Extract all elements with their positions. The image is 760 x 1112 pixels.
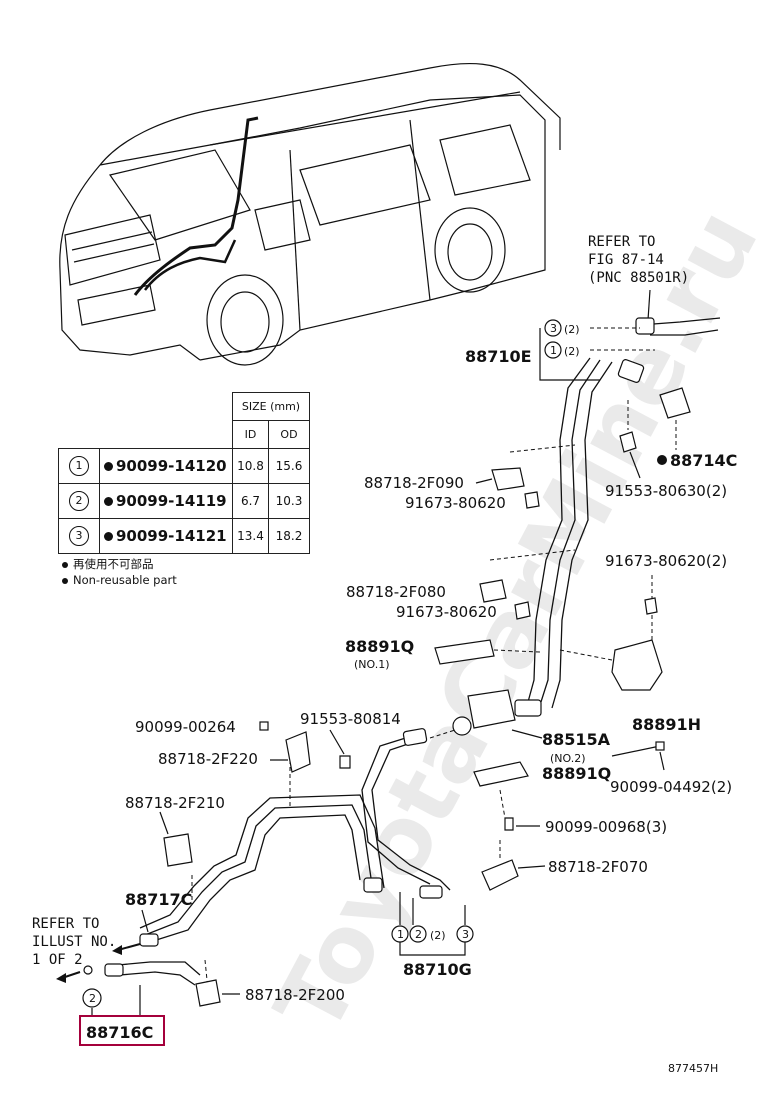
part-88891Q-no1 bbox=[434, 639, 541, 665]
part-88891H bbox=[559, 639, 663, 691]
od-value: 10.3 bbox=[268, 483, 310, 519]
label-88718-2F070: 88718-2F070 bbox=[548, 858, 648, 876]
label-88891Q-a-sub: (NO.1) bbox=[354, 658, 390, 671]
label-91673-80620-b: 91673-80620(2) bbox=[605, 552, 727, 570]
callout-circles-88710E: 3 (2) 1 (2) bbox=[539, 319, 655, 381]
clamp-88718-2F200 bbox=[195, 979, 240, 1007]
row-number-circle: 2 bbox=[69, 491, 89, 511]
col-id-header: ID bbox=[232, 420, 269, 449]
leader-88717C bbox=[141, 909, 149, 933]
svg-text:2: 2 bbox=[89, 992, 96, 1005]
svg-text:3: 3 bbox=[550, 322, 557, 335]
bolt-91673-80620-2 bbox=[644, 575, 658, 640]
refer-note-top: REFER TO FIG 87-14 (PNC 88501R) bbox=[588, 234, 689, 321]
note-japanese: 再使用不可部品 bbox=[62, 556, 154, 572]
size-table: SIZE (mm) ID OD 1 90099-14120 10.8 15.6 … bbox=[58, 392, 310, 554]
size-table-subheader-row: ID OD bbox=[59, 420, 310, 449]
label-88891Q-b: 88891Q bbox=[542, 764, 611, 783]
table-row: 1 90099-14120 10.8 15.6 bbox=[58, 448, 310, 484]
c1-qty: (2) bbox=[564, 345, 580, 358]
callout-circles-88710G: 1 2 (2) 3 bbox=[391, 892, 474, 956]
part-number: 90099-14121 bbox=[116, 527, 227, 545]
c3-qty: (2) bbox=[564, 323, 580, 336]
svg-text:2: 2 bbox=[415, 928, 422, 941]
refer-top-line1: REFER TO bbox=[588, 234, 655, 250]
svg-text:1: 1 bbox=[550, 344, 557, 357]
clamp-88718-2F220 bbox=[259, 721, 351, 773]
label-88718-2F210: 88718-2F210 bbox=[125, 794, 225, 812]
refer-left-line2: ILLUST NO. bbox=[32, 934, 116, 950]
size-table-header-row: SIZE (mm) bbox=[59, 392, 310, 421]
label-90099-00968: 90099-00968(3) bbox=[545, 818, 667, 836]
nonreusable-dot bbox=[104, 497, 113, 506]
label-88717C: 88717C bbox=[125, 890, 192, 909]
od-value: 18.2 bbox=[268, 518, 310, 554]
note-english-text: Non-reusable part bbox=[73, 573, 177, 587]
note-japanese-text: 再使用不可部品 bbox=[73, 557, 154, 571]
pipe-lower-drawing bbox=[104, 728, 451, 991]
refer-left-line1: REFER TO bbox=[32, 916, 99, 932]
clamp-88718-2F070 bbox=[481, 840, 546, 891]
part-88714C bbox=[659, 387, 691, 450]
id-value: 10.8 bbox=[232, 448, 269, 484]
refer-top-line2: FIG 87-14 bbox=[588, 252, 664, 268]
col-od-header: OD bbox=[268, 420, 310, 449]
id-value: 13.4 bbox=[232, 518, 269, 554]
nonreusable-dot bbox=[104, 532, 113, 541]
clamp-88718-2F210 bbox=[159, 811, 193, 867]
label-88891Q-a: 88891Q bbox=[345, 637, 414, 656]
label-88710G: 88710G bbox=[403, 960, 472, 979]
svg-text:1: 1 bbox=[397, 928, 404, 941]
part-number: 90099-14119 bbox=[116, 492, 227, 510]
table-row: 2 90099-14119 6.7 10.3 bbox=[58, 483, 310, 519]
clamp-88718-2F080 bbox=[479, 549, 576, 620]
refer-top-line3: (PNC 88501R) bbox=[588, 270, 689, 286]
size-header: SIZE (mm) bbox=[232, 392, 310, 421]
label-88718-2F080: 88718-2F080 bbox=[346, 583, 446, 601]
svg-text:3: 3 bbox=[462, 928, 469, 941]
figure-code: 877457H bbox=[668, 1062, 718, 1075]
label-91553-80814: 91553-80814 bbox=[300, 710, 401, 728]
refer-note-left: REFER TO ILLUST NO. 1 OF 2 bbox=[32, 916, 141, 983]
label-91673-80620-a: 91673-80620 bbox=[405, 494, 506, 512]
row-number-circle: 1 bbox=[69, 456, 89, 476]
nonreusable-dot bbox=[104, 462, 113, 471]
label-90099-04492: 90099-04492(2) bbox=[610, 778, 732, 796]
label-88714C: 88714C bbox=[670, 451, 737, 470]
bolt-90099-04492 bbox=[611, 741, 665, 771]
highlight-box-88716C bbox=[79, 1015, 165, 1046]
label-88716C: 88716C bbox=[86, 1023, 153, 1042]
nonreusable-dot-88714C bbox=[657, 455, 667, 465]
part-88891Q-no2 bbox=[473, 761, 529, 819]
pipe-88710E-drawing bbox=[514, 317, 721, 717]
label-90099-00264: 90099-00264 bbox=[135, 718, 236, 736]
label-88515A: 88515A bbox=[542, 730, 611, 749]
part-88515A bbox=[429, 689, 543, 739]
part-number: 90099-14120 bbox=[116, 457, 227, 475]
label-88515A-sub: (NO.2) bbox=[550, 752, 586, 765]
clamp-88718-2F090 bbox=[475, 444, 576, 509]
note-english: Non-reusable part bbox=[62, 573, 177, 587]
van-illustration bbox=[59, 62, 561, 366]
od-value: 15.6 bbox=[268, 448, 310, 484]
bolt-91553-80630 bbox=[619, 400, 641, 479]
id-value: 6.7 bbox=[232, 483, 269, 519]
refer-left-line3: 1 OF 2 bbox=[32, 952, 83, 968]
label-88710E: 88710E bbox=[465, 347, 532, 366]
g-qty: (2) bbox=[430, 929, 446, 942]
label-88891H: 88891H bbox=[632, 715, 701, 734]
label-91673-80620-c: 91673-80620 bbox=[396, 603, 497, 621]
label-88718-2F090: 88718-2F090 bbox=[364, 474, 464, 492]
part-88716C-leader: 2 bbox=[82, 965, 141, 1016]
label-91553-80630: 91553-80630(2) bbox=[605, 482, 727, 500]
label-88718-2F200: 88718-2F200 bbox=[245, 986, 345, 1004]
row-number-circle: 3 bbox=[69, 526, 89, 546]
label-88718-2F220: 88718-2F220 bbox=[158, 750, 258, 768]
table-row: 3 90099-14121 13.4 18.2 bbox=[58, 518, 310, 554]
bolt-90099-00968 bbox=[504, 817, 540, 831]
